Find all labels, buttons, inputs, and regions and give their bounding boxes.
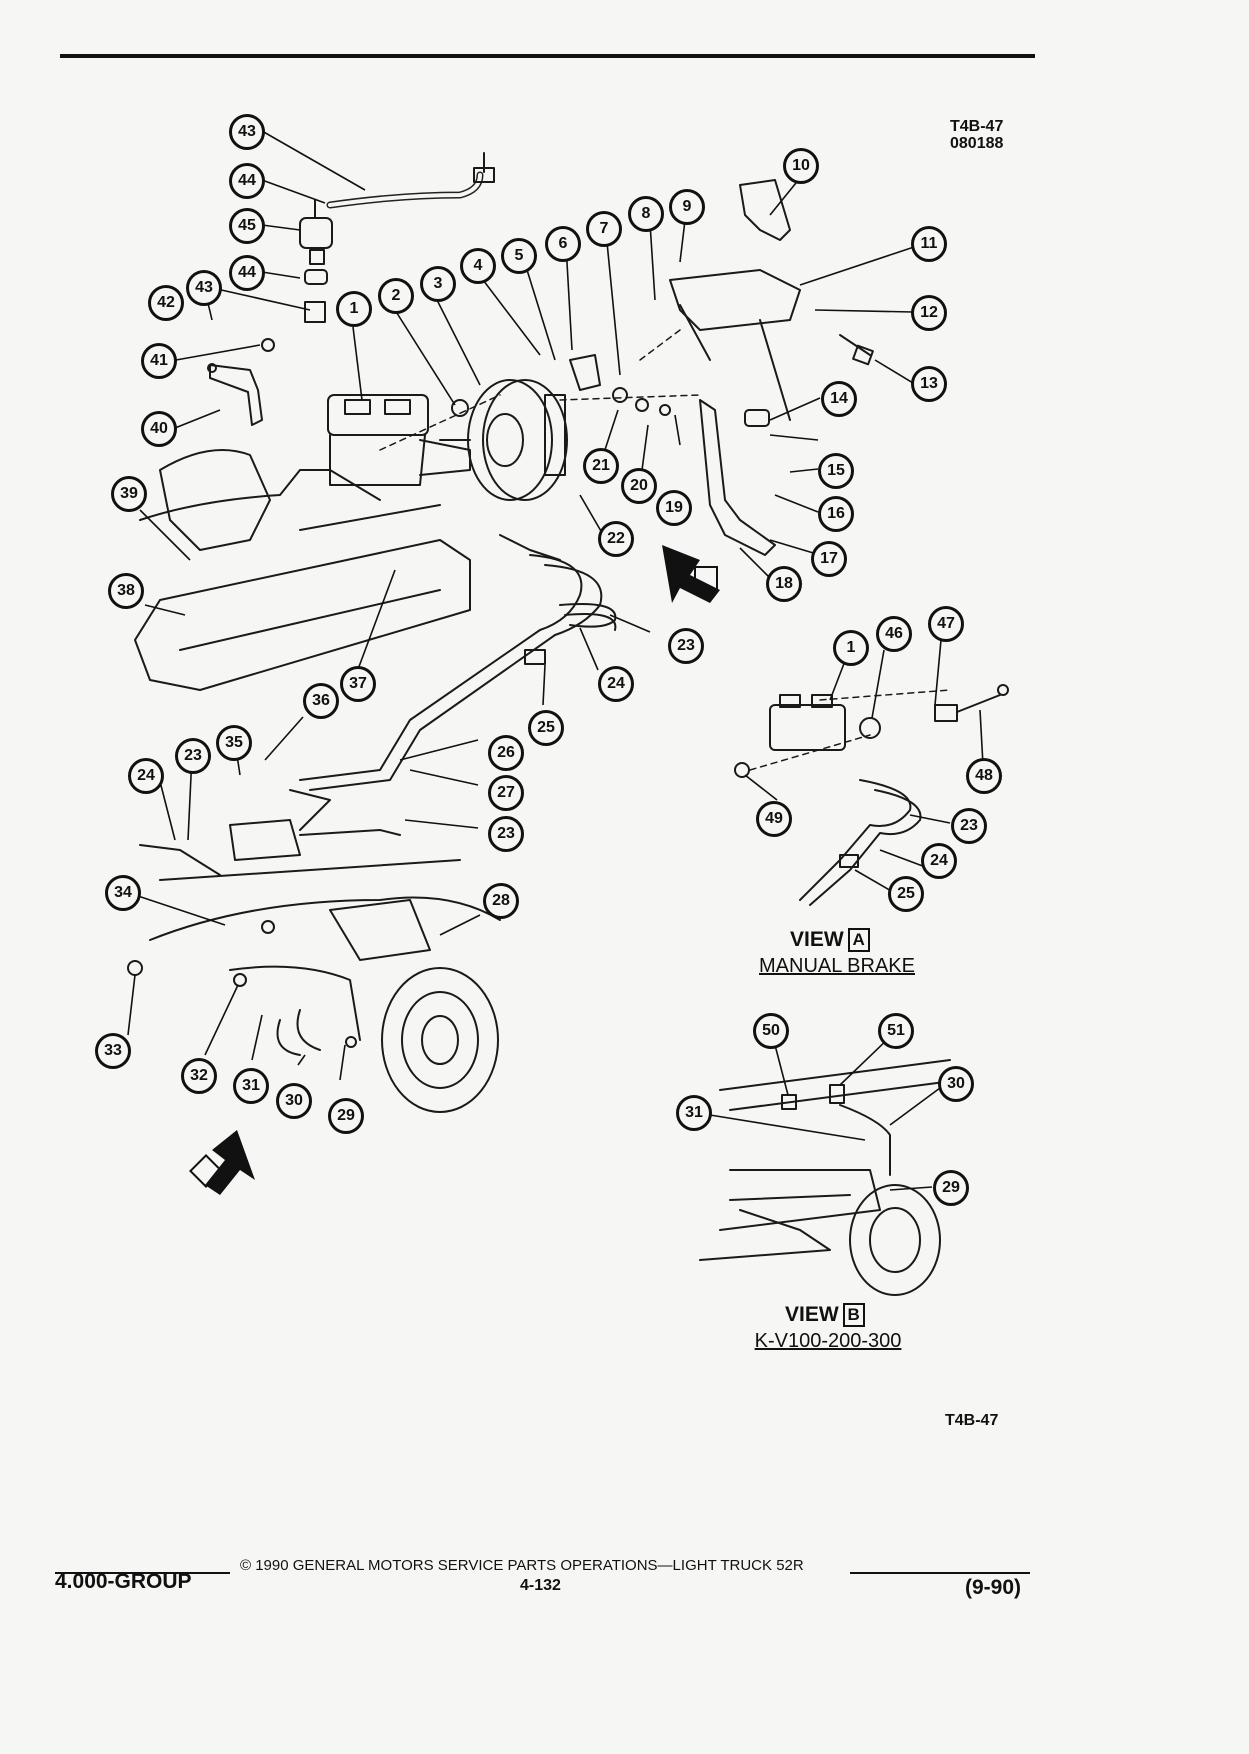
callout-16: 16 bbox=[818, 496, 854, 532]
callout-18: 18 bbox=[766, 566, 802, 602]
callout-33: 33 bbox=[95, 1033, 131, 1069]
callout-38: 38 bbox=[108, 573, 144, 609]
callout-31: 31 bbox=[676, 1095, 712, 1131]
footer-copyright: © 1990 GENERAL MOTORS SERVICE PARTS OPER… bbox=[240, 1557, 804, 1574]
callout-27: 27 bbox=[488, 775, 524, 811]
header-ref-code: T4B-47 bbox=[950, 118, 1004, 135]
callout-23: 23 bbox=[668, 628, 704, 664]
view-b-subtitle: K-V100-200-300 bbox=[754, 1330, 902, 1352]
callout-29: 29 bbox=[933, 1170, 969, 1206]
view-b-label: VIEW bbox=[785, 1303, 839, 1326]
view-b-letter: B bbox=[842, 1303, 865, 1328]
footer-revision: (9-90) bbox=[965, 1576, 1022, 1599]
view-a-subtitle: MANUAL BRAKE bbox=[759, 955, 915, 977]
callout-8: 8 bbox=[628, 196, 664, 232]
callout-31: 31 bbox=[233, 1068, 269, 1104]
callout-39: 39 bbox=[111, 476, 147, 512]
callout-30: 30 bbox=[938, 1066, 974, 1102]
callout-24: 24 bbox=[598, 666, 634, 702]
callout-25: 25 bbox=[888, 876, 924, 912]
view-a-label: VIEW bbox=[790, 928, 844, 951]
callout-48: 48 bbox=[966, 758, 1002, 794]
callout-6: 6 bbox=[545, 226, 581, 262]
callout-23: 23 bbox=[488, 816, 524, 852]
callout-30: 30 bbox=[276, 1083, 312, 1119]
callout-43: 43 bbox=[229, 114, 265, 150]
callout-36: 36 bbox=[303, 683, 339, 719]
view-a-letter: A bbox=[847, 928, 870, 953]
callout-29: 29 bbox=[328, 1098, 364, 1134]
footer-rule-right bbox=[850, 1572, 1030, 1574]
callout-46: 46 bbox=[876, 616, 912, 652]
callout-25: 25 bbox=[528, 710, 564, 746]
callout-14: 14 bbox=[821, 381, 857, 417]
callout-37: 37 bbox=[340, 666, 376, 702]
footer-page: 4-132 bbox=[520, 1577, 561, 1594]
callout-17: 17 bbox=[811, 541, 847, 577]
callout-19: 19 bbox=[656, 490, 692, 526]
callout-40: 40 bbox=[141, 411, 177, 447]
header-date-code: 080188 bbox=[950, 135, 1004, 152]
callout-24: 24 bbox=[921, 843, 957, 879]
callout-2: 2 bbox=[378, 278, 414, 314]
callout-32: 32 bbox=[181, 1058, 217, 1094]
callout-13: 13 bbox=[911, 366, 947, 402]
callout-24: 24 bbox=[128, 758, 164, 794]
callout-12: 12 bbox=[911, 295, 947, 331]
callout-5: 5 bbox=[501, 238, 537, 274]
callout-20: 20 bbox=[621, 468, 657, 504]
callout-15: 15 bbox=[818, 453, 854, 489]
callout-1: 1 bbox=[336, 291, 372, 327]
callout-41: 41 bbox=[141, 343, 177, 379]
callout-44: 44 bbox=[229, 163, 265, 199]
callout-3: 3 bbox=[420, 266, 456, 302]
callout-42: 42 bbox=[148, 285, 184, 321]
callout-35: 35 bbox=[216, 725, 252, 761]
callout-28: 28 bbox=[483, 883, 519, 919]
callout-44: 44 bbox=[229, 255, 265, 291]
callout-23: 23 bbox=[175, 738, 211, 774]
callout-45: 45 bbox=[229, 208, 265, 244]
callout-21: 21 bbox=[583, 448, 619, 484]
callout-43: 43 bbox=[186, 270, 222, 306]
callout-51: 51 bbox=[878, 1013, 914, 1049]
callout-47: 47 bbox=[928, 606, 964, 642]
callout-7: 7 bbox=[586, 211, 622, 247]
callout-4: 4 bbox=[460, 248, 496, 284]
callout-34: 34 bbox=[105, 875, 141, 911]
top-rule bbox=[60, 54, 1035, 58]
callout-49: 49 bbox=[756, 801, 792, 837]
callout-9: 9 bbox=[669, 189, 705, 225]
figure-tag: T4B-47 bbox=[945, 1412, 999, 1429]
callout-11: 11 bbox=[911, 226, 947, 262]
callout-10: 10 bbox=[783, 148, 819, 184]
callout-50: 50 bbox=[753, 1013, 789, 1049]
footer-group: 4.000-GROUP bbox=[55, 1570, 192, 1593]
footer-rule-left bbox=[55, 1572, 230, 1574]
callout-26: 26 bbox=[488, 735, 524, 771]
callout-23: 23 bbox=[951, 808, 987, 844]
callout-1: 1 bbox=[833, 630, 869, 666]
callout-22: 22 bbox=[598, 521, 634, 557]
